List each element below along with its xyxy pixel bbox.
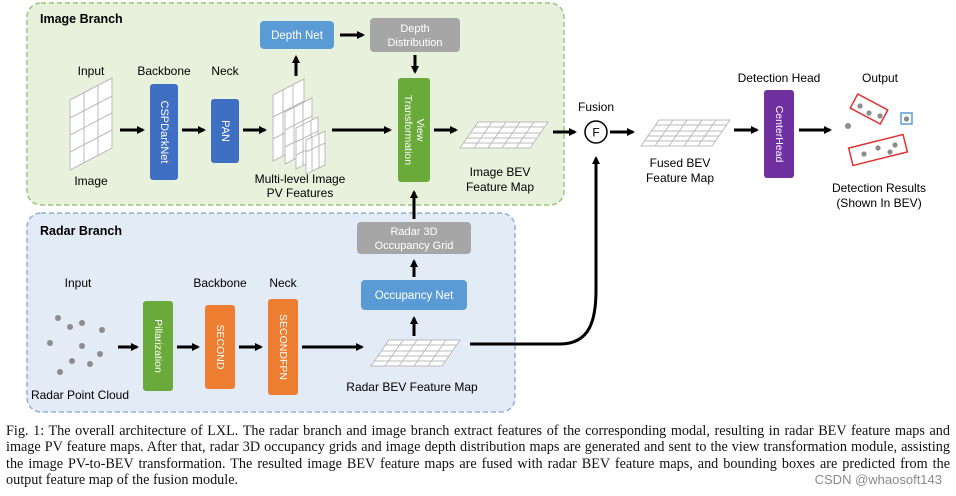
radar-neck-label: Neck (269, 276, 297, 290)
detection-results-bev (845, 92, 913, 167)
second-label: SECOND (214, 325, 226, 370)
input-image-grid (69, 77, 113, 171)
depth-net-label: Depth Net (271, 30, 324, 42)
view-transformation-label-line2: Transformation (402, 95, 414, 165)
radar-input-label: Input (65, 276, 92, 290)
view-transformation-block (398, 78, 430, 182)
arrow-radar-bev-to-fusion (470, 156, 600, 346)
image-bev-label-line1: Image BEV (470, 165, 531, 179)
figure-caption: Fig. 1: The overall architecture of LXL.… (6, 423, 950, 489)
occupancy-grid-label-line2: Occupancy Grid (375, 240, 454, 252)
secondfpn-label: SECONDFPN (277, 314, 289, 380)
radar-point-cloud-label: Radar Point Cloud (31, 388, 129, 402)
centerhead-label: CenterHead (773, 106, 785, 163)
pan-label: PAN (219, 120, 231, 142)
image-neck-label: Neck (211, 64, 239, 78)
fused-bev-grid (640, 119, 731, 147)
watermark: CSDN @whaosoft143 (814, 472, 942, 487)
occupancy-net-block (361, 280, 467, 310)
image-label: Image (74, 174, 108, 188)
architecture-diagram: Image Branch Radar Branch Input Image Ba… (26, 2, 926, 413)
detection-results-label-line2: (Shown In BEV) (836, 196, 921, 210)
pv-features-label-line1: Multi-level Image (255, 172, 346, 186)
pv-features-label-line2: PV Features (267, 186, 334, 200)
detection-head-label: Detection Head (738, 71, 821, 85)
depth-net-block (260, 21, 334, 49)
second-block (205, 305, 235, 389)
depth-distribution-label-line1: Depth (400, 23, 429, 35)
fused-bev-label-line1: Fused BEV (650, 156, 711, 170)
fused-bev-label-line2: Feature Map (646, 171, 714, 185)
centerhead-block (764, 90, 794, 178)
detection-results-label-line1: Detection Results (832, 181, 926, 195)
occupancy-grid-block (357, 222, 471, 254)
image-backbone-label: Backbone (137, 64, 191, 78)
secondfpn-block (268, 299, 298, 395)
pillarization-block (143, 301, 173, 391)
radar-point-cloud (47, 315, 105, 375)
view-transformation-label-line1: View (414, 119, 426, 142)
pv-feature-stack (272, 78, 326, 175)
depth-distribution-block (370, 18, 460, 52)
radar-bev-grid (370, 339, 461, 367)
depth-distribution-label-line2: Distribution (387, 37, 442, 49)
image-bev-label-line2: Feature Map (466, 180, 534, 194)
radar-backbone-label: Backbone (193, 276, 247, 290)
occupancy-net-label: Occupancy Net (375, 290, 454, 302)
fusion-label: Fusion (578, 100, 614, 114)
fusion-symbol: F (592, 126, 599, 140)
radar-branch-title: Radar Branch (40, 224, 122, 238)
output-label: Output (862, 71, 899, 85)
image-branch-title: Image Branch (40, 12, 123, 26)
cspdarknet-block (150, 84, 178, 180)
occupancy-grid-label-line1: Radar 3D (390, 226, 437, 238)
cspdarknet-label: CSPDarkNet (158, 101, 170, 164)
radar-bev-label: Radar BEV Feature Map (346, 380, 478, 394)
pan-block (211, 99, 239, 163)
fusion-node (584, 120, 608, 144)
image-bev-grid (459, 121, 549, 149)
pillarization-label: Pillarization (152, 319, 164, 373)
image-input-label: Input (78, 64, 105, 78)
